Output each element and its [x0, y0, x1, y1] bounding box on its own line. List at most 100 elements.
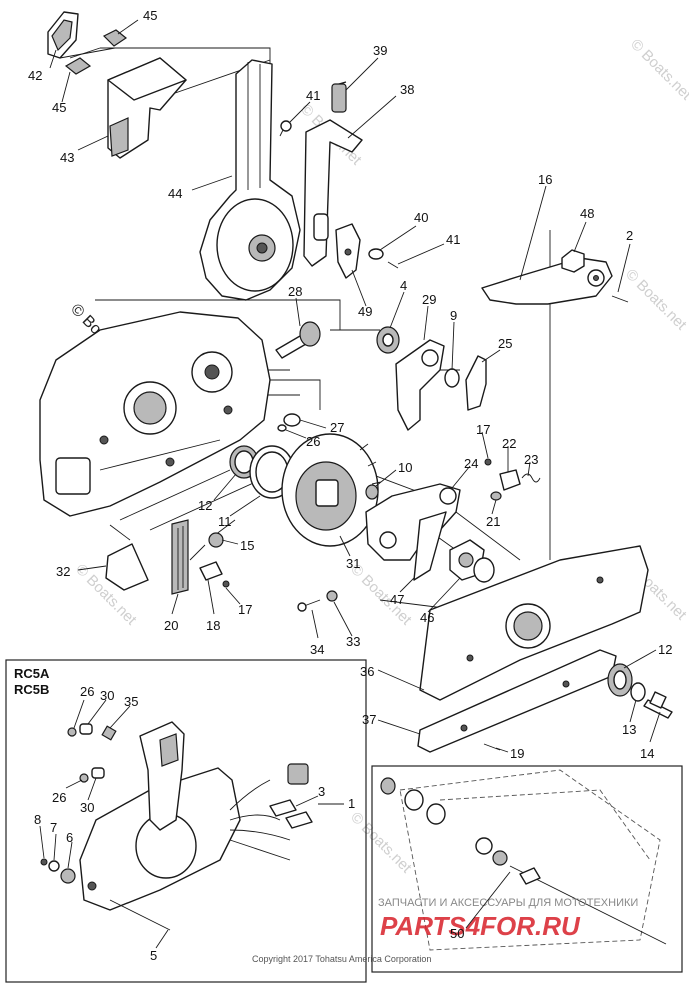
linkage-plate-part-24: [365, 483, 461, 581]
inset-frame: [5, 659, 367, 983]
callout-label: 44: [168, 186, 182, 201]
callout-label: 11: [218, 514, 232, 529]
callout-labels: 45 42 45 43 39 41 38 44 16 48 2 40 41 4 …: [28, 8, 672, 963]
plate-part-49: [335, 223, 361, 279]
callout-label: 8: [34, 812, 41, 827]
callout-label: 3: [318, 784, 325, 799]
callout-label: 36: [360, 664, 374, 679]
callout-label: 30: [80, 800, 94, 815]
connectors-part-3: [269, 799, 313, 829]
plate-part-18: [199, 561, 223, 581]
callout-label: 49: [358, 304, 372, 319]
screw-part-34: [297, 599, 321, 612]
callout-label: 5: [150, 948, 157, 963]
spring-part-23: [521, 473, 541, 483]
cover-part-32: [105, 543, 149, 591]
promo-watermark: ЗАПЧАСТИ И АКСЕССУАРЫ ДЛЯ МОТОТЕХНИКИ PA…: [378, 897, 638, 941]
callout-label: 41: [306, 88, 320, 103]
inset-small-parts: [40, 723, 171, 931]
callout-label: 35: [124, 694, 138, 709]
callout-label: 12: [198, 498, 212, 513]
callout-label: 38: [400, 82, 414, 97]
callout-label: 31: [346, 556, 360, 571]
remote-control-part-1: [79, 721, 241, 911]
callout-label: 15: [240, 538, 254, 553]
callout-label: 19: [510, 746, 524, 761]
callout-leaders: [39, 19, 661, 949]
callout-label: 32: [56, 564, 70, 579]
callout-label: 50: [450, 926, 464, 941]
bracket-part-22: [499, 469, 521, 491]
washer-part-40: [368, 248, 384, 260]
callout-label: 22: [502, 436, 516, 451]
model-label-rc5b: RC5B: [14, 682, 49, 697]
gear-plate-part-31: [281, 433, 382, 547]
screw-part-41-bottom: [387, 261, 399, 269]
callout-label: 25: [498, 336, 512, 351]
callout-label: 45: [52, 100, 66, 115]
callout-label: 45: [143, 8, 157, 23]
callout-label: 46: [420, 610, 434, 625]
washer-part-33: [326, 590, 338, 602]
switch-part-46: [449, 539, 495, 583]
callout-label: 16: [538, 172, 552, 187]
callout-label: 2: [626, 228, 633, 243]
callout-label: 37: [362, 712, 376, 727]
callout-label: 7: [50, 820, 57, 835]
pad-part-45-top: [102, 29, 128, 47]
watermark: © Boats.net: [347, 561, 415, 629]
callout-label: 12: [658, 642, 672, 657]
callout-label: 28: [288, 284, 302, 299]
callout-label: 17: [476, 422, 490, 437]
lever-arm-part-44: [199, 59, 301, 301]
callout-label: 43: [60, 150, 74, 165]
callout-label: 26: [52, 790, 66, 805]
callout-label: 4: [400, 278, 407, 293]
pad-part-45-bottom: [64, 57, 92, 75]
callout-label: 30: [100, 688, 114, 703]
washer-part-9: [444, 368, 460, 388]
cover-plate-part-36: [419, 545, 649, 701]
callout-label: 29: [422, 292, 436, 307]
watermark: © Boats.net: [622, 266, 689, 334]
cam-plate-part-29: [395, 339, 445, 431]
callout-label: 20: [164, 618, 178, 633]
callout-label: 18: [206, 618, 220, 633]
callout-label: 14: [640, 746, 654, 761]
pin-part-21: [490, 491, 502, 501]
screw-part-41-top: [279, 120, 292, 137]
spring-part-39: [331, 81, 347, 113]
screw-part-17-left: [222, 580, 230, 588]
callout-label: 21: [486, 514, 500, 529]
strip-part-20: [171, 519, 189, 595]
clip-part-26: [277, 424, 287, 432]
callout-label: 13: [622, 722, 636, 737]
screw-part-17-right: [484, 458, 492, 466]
callout-label: 27: [330, 420, 344, 435]
screw-part-19: [483, 743, 501, 751]
callout-label: 9: [450, 308, 457, 323]
model-label-rc5a: RC5A: [14, 666, 50, 681]
detail-inset-frame: [371, 765, 683, 973]
callout-label: 34: [310, 642, 324, 657]
bolt-part-14: [643, 691, 673, 719]
callout-label: 47: [390, 592, 404, 607]
callout-label: 33: [346, 634, 360, 649]
callout-label: 48: [580, 206, 594, 221]
washer-part-27: [283, 413, 301, 427]
callout-label: 26: [80, 684, 94, 699]
roller-part-10: [365, 484, 379, 500]
detent-bracket-part-38: [303, 119, 363, 267]
callout-label: 39: [373, 43, 387, 58]
watermark: © Boats.net: [627, 36, 689, 104]
lever-part-25: [465, 355, 487, 411]
copyright-text: Copyright 2017 Tohatsu America Corporati…: [252, 954, 431, 964]
callout-label: 23: [524, 452, 538, 467]
callout-label: 42: [28, 68, 42, 83]
callout-label: 10: [398, 460, 412, 475]
ring-part-12-right: [607, 663, 633, 697]
callout-label: 40: [414, 210, 428, 225]
handle-cover-part-43: [107, 57, 187, 159]
bushing-part-4: [376, 326, 400, 354]
